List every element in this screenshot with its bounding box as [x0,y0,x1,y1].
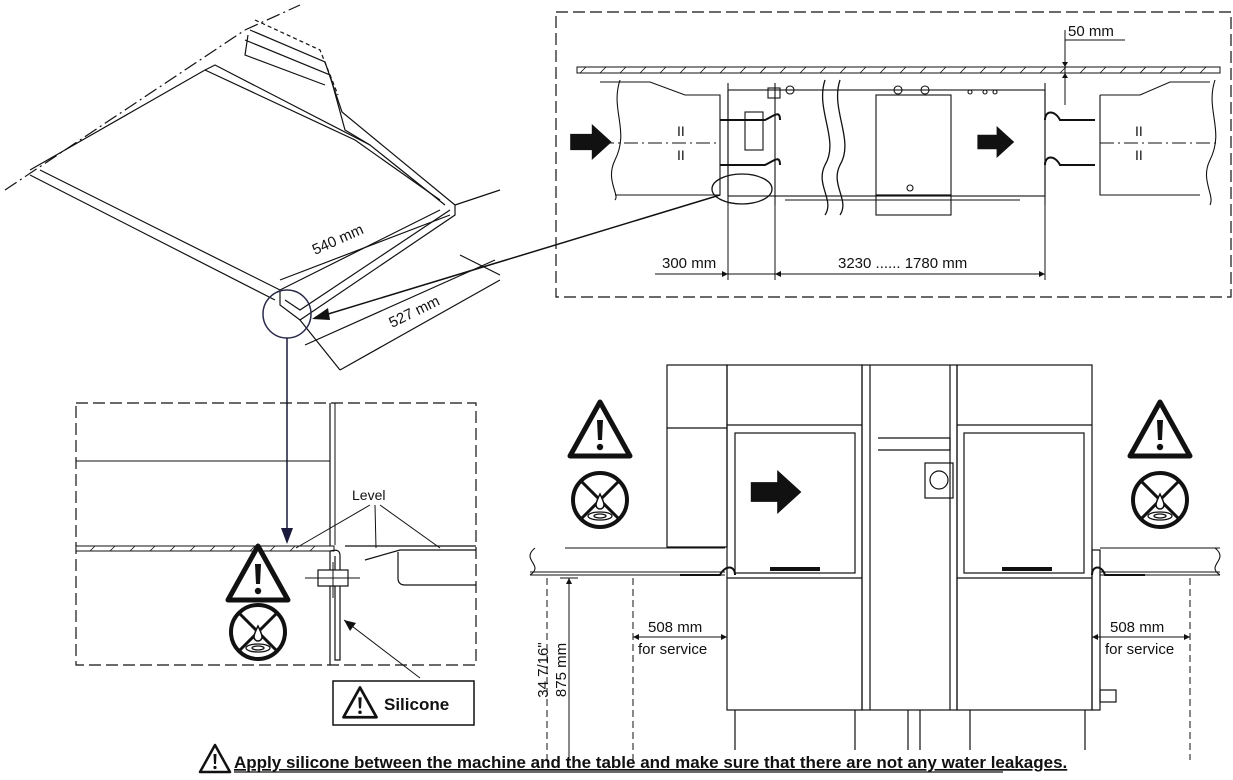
top-view-layout: 50 mm II II [555,11,1232,298]
svg-text:II: II [677,123,685,139]
dim-width-label: 540 mm [310,221,366,259]
level-label: Level [352,487,385,503]
no-water-leak-icon [1131,471,1189,529]
service-right-note: for service [1105,641,1174,658]
warning-triangle-icon [570,402,630,456]
front-elevation-view: 508 mm for service 508 mm for service 34… [529,364,1221,760]
service-left-value: 508 mm [648,619,702,636]
no-water-leak-icon [229,603,287,661]
footer-note-text: Apply silicone between the machine and t… [234,753,1067,772]
dim-depth-label: 527 mm [386,293,442,332]
service-left-note: for service [638,641,707,658]
sealing-detail-view: Level Silicone [75,402,477,726]
silicone-label: Silicone [384,695,449,714]
service-right-value: 508 mm [1110,619,1164,636]
warning-triangle-icon [198,743,232,774]
no-water-leak-icon [571,471,629,529]
dim-left-label: 300 mm [662,255,716,272]
svg-text:II: II [1135,147,1143,163]
height-mm-label: 875 mm [553,643,570,697]
svg-text:II: II [1135,123,1143,139]
warning-triangle-icon [228,546,288,600]
dim-main-label: 3230 ...... 1780 mm [838,255,967,272]
height-inches-label: 34 7/16" [535,642,552,697]
isometric-table-view: 540 mm 527 mm [4,4,501,371]
callout-arrows [281,194,721,544]
warning-triangle-icon [1130,402,1190,456]
dim-height-label: 50 mm [1068,23,1114,40]
svg-text:II: II [677,147,685,163]
footer-note: Apply silicone between the machine and t… [198,743,1067,774]
detail-circle [262,289,312,339]
